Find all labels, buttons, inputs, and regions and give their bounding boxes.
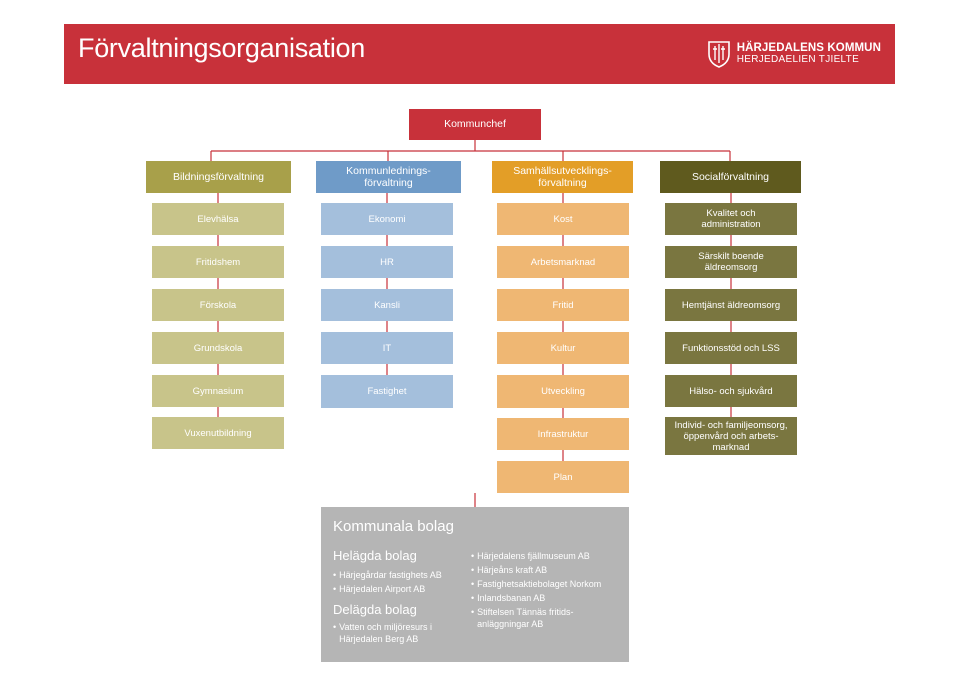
list-item: •Fastighetsaktiebolaget Norkom [471,579,602,589]
unit-box: Kultur [497,332,629,364]
unit-box: Infrastruktur [497,418,629,450]
unit-box: Kansli [321,289,453,321]
coat-of-arms-icon [707,41,730,68]
unit-box: Fritidshem [152,246,284,278]
unit-box: Hemtjänst äldreomsorg [665,289,797,321]
unit-box: Fastighet [321,375,453,408]
dept-kommunledning: Kommunlednings- förvaltning [316,161,461,193]
unit-box: IT [321,332,453,364]
list-item: •Vatten och miljöresurs i Härjedalen Ber… [333,622,433,644]
unit-box: Ekonomi [321,203,453,235]
unit-box: Kvalitet och administration [665,203,797,235]
helagda-title: Helägda bolag [333,548,417,563]
bolag-title: Kommunala bolag [333,518,454,535]
unit-box: HR [321,246,453,278]
list-item: •Stiftelsen Tännäs fritids- anläggningar… [471,607,574,629]
delagda-title: Delägda bolag [333,602,417,617]
list-item: •Härjedalen Airport AB [333,584,426,594]
list-item: •Inlandsbanan AB [471,593,546,603]
unit-box: Arbetsmarknad [497,246,629,278]
list-item: •Härjeåns kraft AB [471,565,548,575]
unit-box: Förskola [152,289,284,321]
logo-subname: HERJEDAELIEN TJIELTE [736,54,860,65]
municipality-logo: HÄRJEDALENS KOMMUN HERJEDAELIEN TJIELTE [707,39,881,69]
unit-box: Plan [497,461,629,493]
unit-box: Vuxenutbildning [152,417,284,449]
unit-box: Fritid [497,289,629,321]
unit-box: Grundskola [152,332,284,364]
unit-box: Kost [497,203,629,235]
list-item: •Härjedalens fjällmuseum AB [471,551,590,561]
unit-box: Individ- och familjeomsorg, öppenvård oc… [665,417,797,455]
chief-box: Kommunchef [409,109,541,140]
dept-samhallsutveckling: Samhällsutvecklings- förvaltning [492,161,633,193]
unit-box: Utveckling [497,375,629,408]
logo-name: HÄRJEDALENS KOMMUN [736,42,881,54]
dept-bildning: Bildningsförvaltning [146,161,291,193]
dept-social: Socialförvaltning [660,161,801,193]
page-title: Förvaltningsorganisation [78,33,365,63]
unit-box: Gymnasium [152,375,284,407]
kommunala-bolag-panel: Kommunala bolag Helägda bolag •Härjegård… [321,507,629,662]
header-banner: Förvaltningsorganisation HÄRJEDALENS KOM… [64,24,895,84]
unit-box: Särskilt boende äldreomsorg [665,246,797,278]
list-item: •Härjegårdar fastighets AB [333,570,442,580]
unit-box: Hälso- och sjukvård [665,375,797,407]
unit-box: Elevhälsa [152,203,284,235]
unit-box: Funktionsstöd och LSS [665,332,797,364]
